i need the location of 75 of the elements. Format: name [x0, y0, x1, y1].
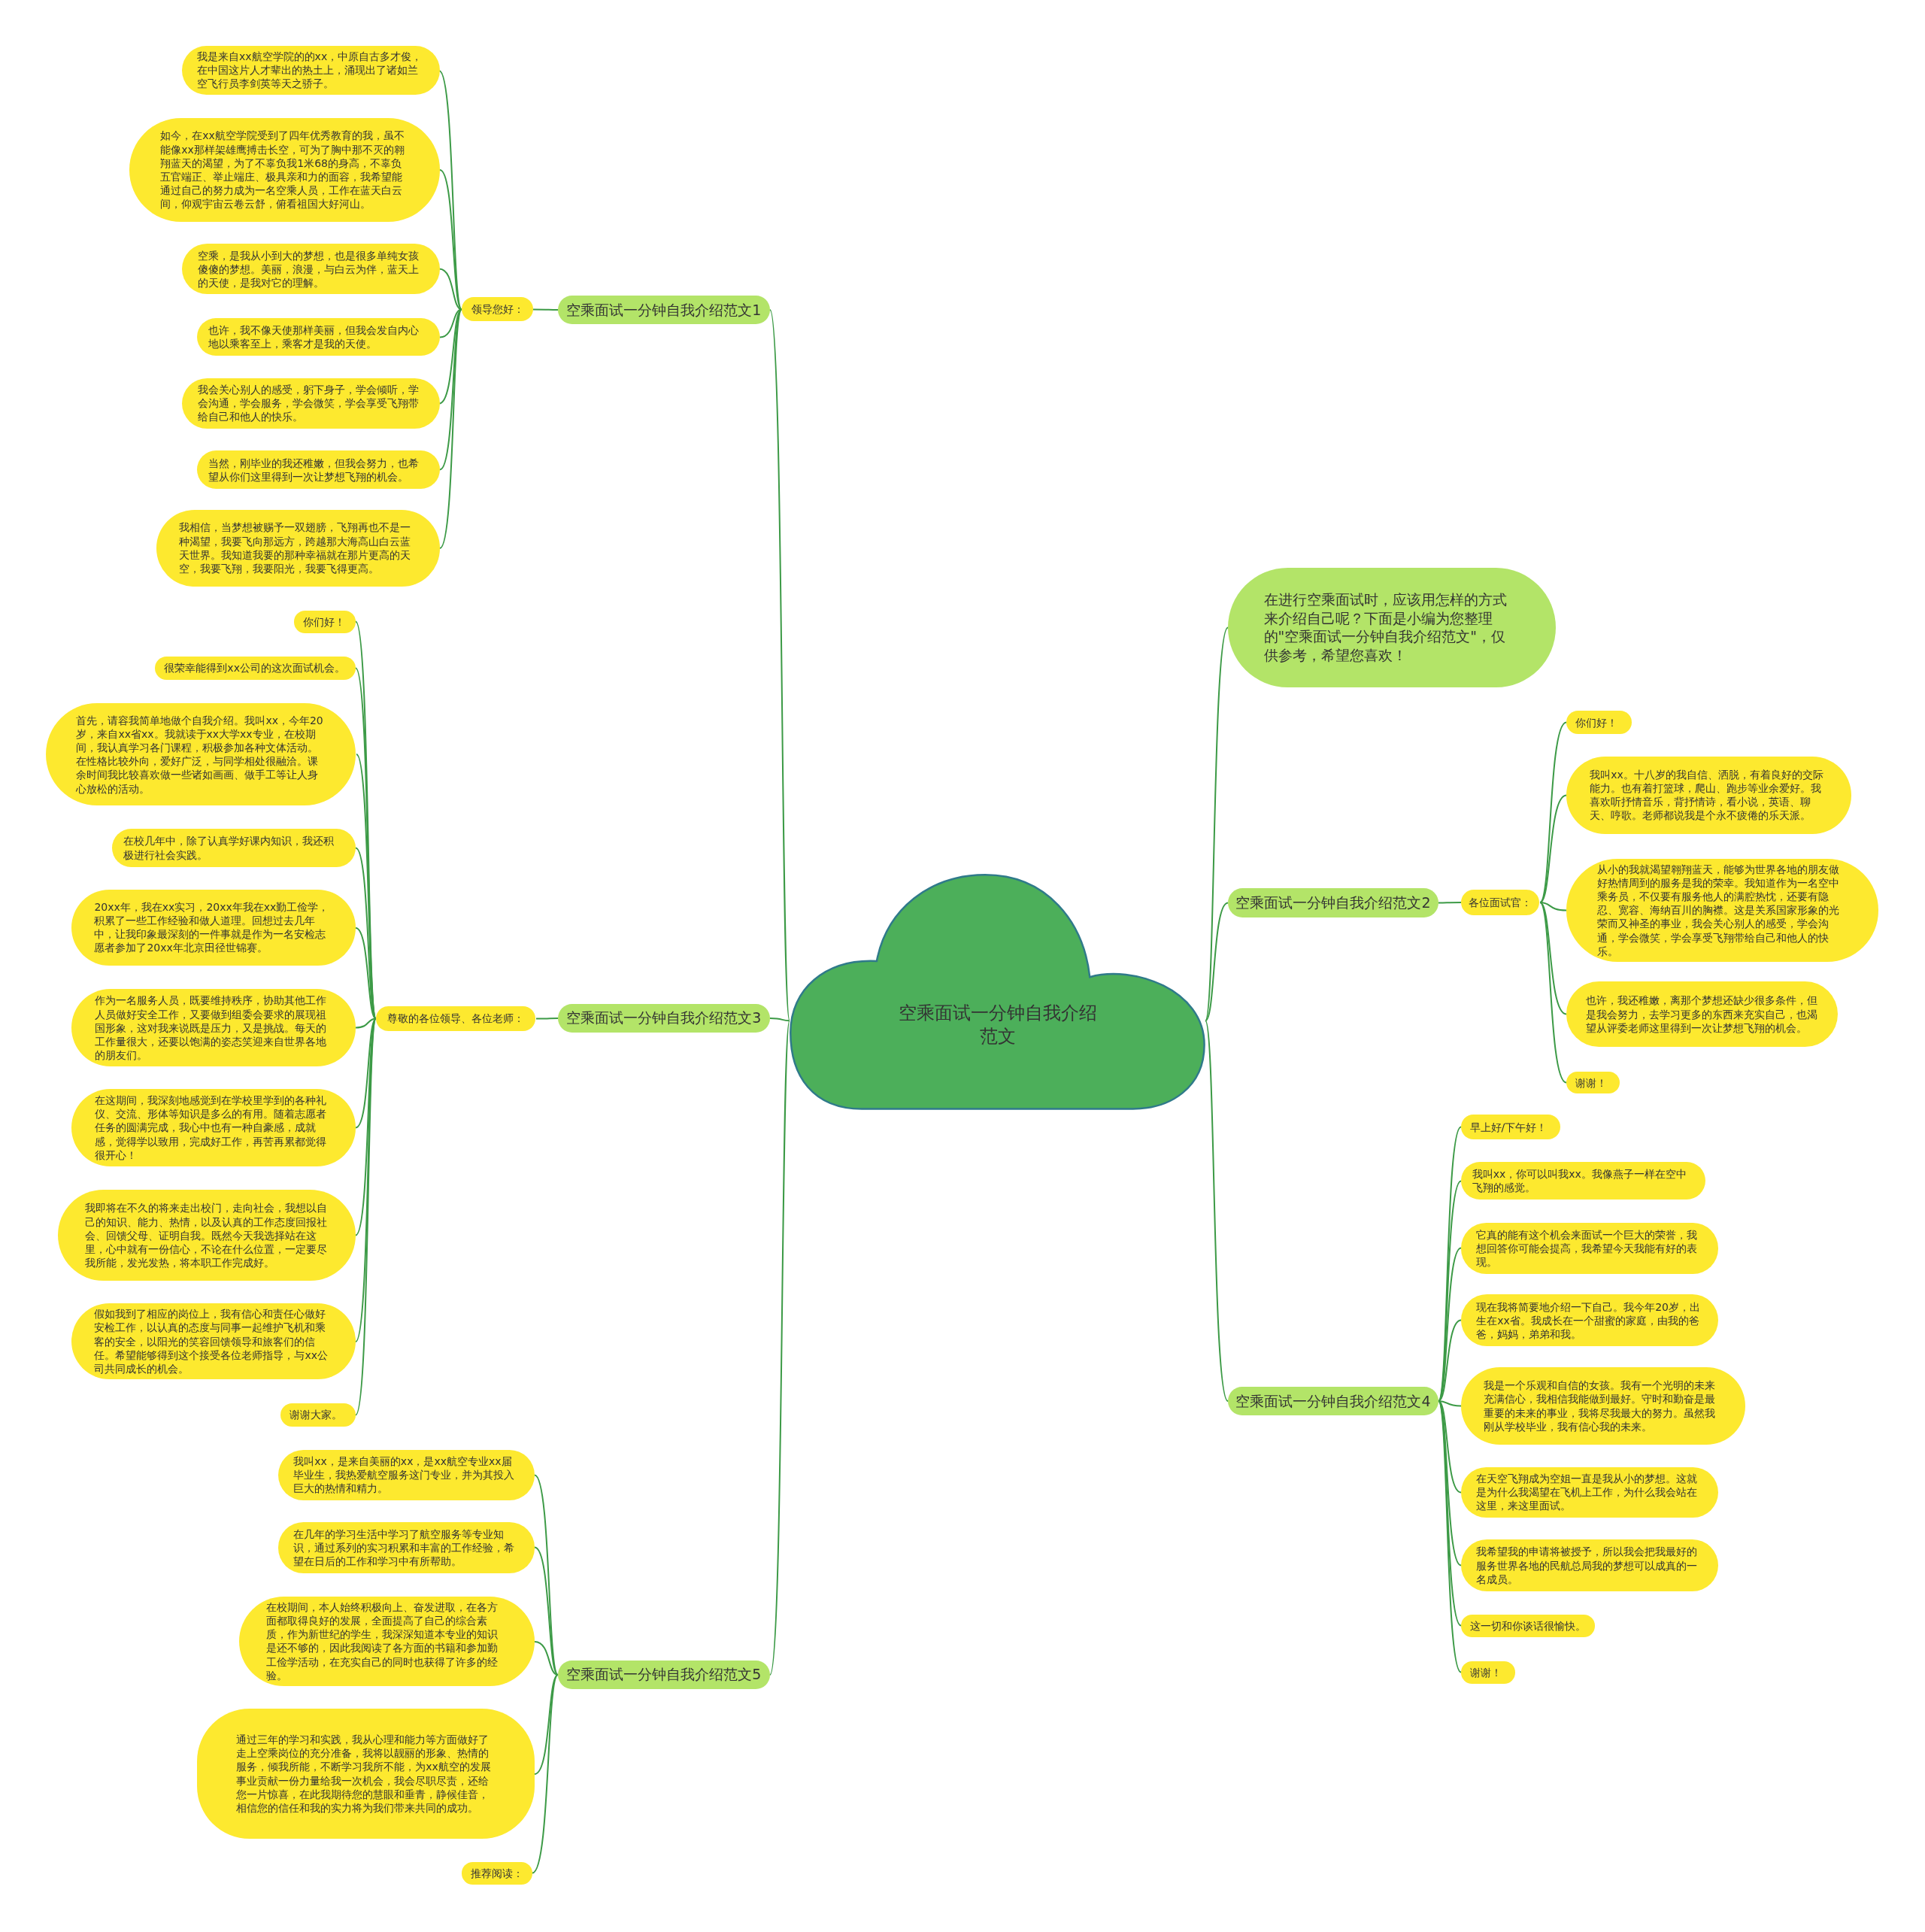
text-bubble: 20xx年，我在xx实习，20xx年我在xx勤工俭学，积累了一些工作经验和做人道理。回想过去几年中，让我印象最深刻的一件事就是作为一名安检志愿者参加了20xx年北京田径世锦赛。: [71, 889, 356, 966]
connector-line: [534, 1474, 559, 1676]
text-bubble: 首先，请容我简单地做个自我介绍。我叫xx，今年20岁，来自xx省xx。我就读于xx大学xx专业，在校期间，我认真学习各门课程，积极参加各种文体活动。在性格比较外向，爱好广泛，与同学相处很融洽。课余时间我比较喜欢做一些诸如画画、做手工等让人身心放松的活动。: [45, 703, 356, 806]
connector-line: [1438, 1400, 1462, 1494]
text-bubble: 通过三年的学习和实践，我从心理和能力等方面做好了走上空乘岗位的充分准备，我将以靓丽的形象、热情的服务，倾我所能，不断学习我所不能，为xx航空的发展事业贡献一份力量给我一次机会，我会尽职尽责，还给您一片惊喜，在此我期待您的慧眼和垂青，静候佳音，相信您的信任和我的实力将为我们带来共同的成功。: [197, 1708, 535, 1839]
text-bubble: 早上好/下午好！: [1460, 1115, 1561, 1139]
text-bubble: 你们好！: [294, 611, 356, 633]
topic-bubble: 空乘面试一分钟自我介绍范文4: [1227, 1387, 1438, 1415]
connector-line: [355, 1018, 377, 1029]
text-bubble: 假如我到了相应的岗位上，我有信心和责任心做好安检工作，以认真的态度与同事一起维护飞机和乘客的安全，以阳光的笑容回馈领导和旅客们的信任。希望能够得到这个接受各位老师指导，与xx公司共同成长的机会。: [71, 1303, 356, 1380]
connector-line: [439, 169, 462, 311]
text-bubble: 在几年的学习生活中学习了航空服务等专业知识，通过系列的实习积累和丰富的工作经验，希望在日后的工作和学习中有所帮助。: [278, 1522, 535, 1573]
connector-line: [438, 308, 462, 405]
connector-line: [1205, 1020, 1229, 1402]
text-bubble: 谢谢大家。: [280, 1403, 356, 1427]
connector-line: [1539, 902, 1567, 911]
text-bubble: 我会关心别人的感受，躬下身子，学会倾听，学会沟通，学会服务，学会微笑，学会享受飞翔带给自己和他人的快乐。: [182, 378, 440, 429]
text-bubble: 我即将在不久的将来走出校门，走向社会，我想以自己的知识、能力、热情，以及认真的工作态度回报社会、回馈父母、证明自我。既然今天我选择站在这里，心中就有一份信心，不论在什么位置，一定要尽我所能，发光发热，将本职工作完成好。: [57, 1190, 356, 1281]
text-bubble: 我叫xx，你可以叫我xx。我像燕子一样在空中飞翔的感觉。: [1460, 1161, 1706, 1200]
topic-bubble: 空乘面试一分钟自我介绍范文3: [557, 1003, 770, 1033]
text-bubble: 在天空飞翔成为空姐一直是我从小的梦想。这就是为什么我渴望在飞机上工作，为什么我会站在这里，来这里面试。: [1460, 1466, 1718, 1518]
topic-bubble: 空乘面试一分钟自我介绍范文2: [1227, 887, 1438, 918]
text-bubble: 推荐阅读：: [462, 1862, 533, 1885]
connector-line: [1539, 902, 1567, 1084]
connector-line: [1438, 1400, 1462, 1407]
text-bubble: 这一切和你谈话很愉快。: [1460, 1615, 1595, 1637]
connector-line: [532, 308, 559, 311]
text-bubble: 作为一名服务人员，既要维持秩序，协助其他工作人员做好安全工作，又要做到组委会要求的展现祖国形象，这对我来说既是压力，又是挑战。每天的工作量很大，还要以饱满的姿态笑迎来自世界各地的朋友们。: [71, 989, 356, 1067]
connector-line: [532, 1674, 559, 1874]
connector-line: [439, 308, 462, 338]
text-bubble: 在这期间，我深刻地感觉到在学校里学到的各种礼仪、交流、形体等知识是多么的有用。随着志愿者任务的圆满完成，我心中也有一种自豪感，成就感，觉得学以致用，完成好工作，再苦再累都觉得很开心！: [71, 1088, 356, 1167]
text-bubble: 很荣幸能得到xx公司的这次面试机会。: [155, 657, 356, 681]
subtopic-bubble: 各位面试官：: [1460, 889, 1540, 915]
connector-line: [355, 927, 377, 1020]
connector-line: [355, 1018, 377, 1129]
connector-line: [535, 1018, 559, 1020]
connector-line: [439, 308, 462, 549]
text-bubble: 你们好！: [1566, 711, 1632, 735]
connector-line: [1438, 1400, 1462, 1673]
text-bubble: 我是一个乐观和自信的女孩。我有一个光明的未来充满信心，我相信我能做到最好。守时和勤奋是最重要的未来的事业，我将尽我最大的努力。虽然我刚从学校毕业，我有信心我的未来。: [1460, 1367, 1745, 1445]
connector-line: [534, 1674, 559, 1775]
text-bubble: 从小的我就渴望翱翔蓝天，能够为世界各地的朋友做好热情周到的服务是我的荣幸。我知道作为一名空中乘务员，不仅要有服务他人的满腔热忱，还要有隐忍、宽容、海纳百川的胸襟。这是关系国家形象的光荣而又神圣的事业，我会关心别人的感受，学会沟通，学会微笑，学会享受飞翔带给自己和他人的快乐。: [1566, 858, 1878, 962]
connector-line: [769, 1018, 790, 1022]
connector-line: [1438, 902, 1462, 904]
text-bubble: 我是来自xx航空学院的的xx，中原自古多才俊，在中国这片人才辈出的热土上，涌现出了诸如兰空飞行员李剑英等天之骄子。: [182, 45, 440, 96]
text-bubble: 我相信，当梦想被赐予一双翅膀，飞翔再也不是一种渴望，我要飞向那远方，跨越那大海高山白云蓝天世界。我知道我要的那种幸福就在那片更高的天空，我要飞翔，我要阳光，我要飞得更高。: [156, 510, 440, 587]
text-bubble: 也许，我还稚嫩，离那个梦想还缺少很多条件，但是我会努力，去学习更多的东西来充实自己，也渴望从评委老师这里得到一次让梦想飞翔的机会。: [1566, 981, 1838, 1048]
subtopic-bubble: 尊敬的各位领导、各位老师：: [375, 1006, 536, 1031]
topic-bubble: 空乘面试一分钟自我介绍范文1: [557, 296, 770, 324]
connector-line: [1438, 1319, 1462, 1402]
text-bubble: 谢谢！: [1566, 1071, 1620, 1094]
connector-line: [769, 309, 790, 1022]
connector-line: [769, 1020, 790, 1676]
text-bubble: 它真的能有这个机会来面试一个巨大的荣誉，我想回答你可能会提高，我希望今天我能有好的表现。: [1460, 1223, 1718, 1274]
subtopic-bubble: 领导您好：: [462, 296, 534, 322]
text-bubble: 在校几年中，除了认真学好课内知识，我还积极进行社会实践。: [112, 829, 356, 868]
connector-line: [1539, 902, 1567, 1015]
text-bubble: 我叫xx。十八岁的我自信、洒脱，有着良好的交际能力。也有着打篮球，爬山、跑步等业余爱好。我喜欢听抒情音乐，背抒情诗，看小说，英语、聊天、哼歌。老师都说我是个永不疲倦的乐天派。: [1566, 756, 1851, 834]
text-bubble: 现在我将简要地介绍一下自己。我今年20岁，出生在xx省。我成长在一个甜蜜的家庭，由我的爸爸，妈妈，弟弟和我。: [1460, 1294, 1718, 1347]
text-bubble: 在校期间，本人始终积极向上、奋发进取，在各方面都取得良好的发展，全面提高了自己的综合素质，作为新世纪的学生，我深深知道本专业的知识是还不够的，因此我阅读了各方面的书籍和参加勤工俭学活动，在充实自己的同时也获得了许多的经验。: [238, 1596, 535, 1687]
connector-line: [438, 268, 462, 311]
topic-bubble: 空乘面试一分钟自我介绍范文5: [557, 1660, 770, 1689]
connector-line: [534, 1641, 559, 1676]
intro-bubble: 在进行空乘面试时，应该用怎样的方式来介绍自己呢？下面是小编为您整理的"空乘面试一分钟自我介绍范文"，仅供参考，希望您喜欢！: [1227, 568, 1556, 687]
text-bubble: 我希望我的申请将被授予，所以我会把我最好的服务世界各地的民航总局我的梦想可以成真的一名成员。: [1460, 1539, 1718, 1592]
connector-line: [1539, 794, 1567, 903]
connector-line: [1205, 902, 1229, 1022]
text-bubble: 空乘，是我从小到大的梦想，也是很多单纯女孩傻傻的梦想。美丽，浪漫，与白云为伴，蓝天上的天使，是我对它的理解。: [182, 244, 440, 295]
text-bubble: 也许，我不像天使那样美丽，但我会发自内心地以乘客至上，乘客才是我的天使。: [197, 317, 440, 356]
text-bubble: 谢谢！: [1460, 1661, 1515, 1684]
text-bubble: 我叫xx，是来自美丽的xx，是xx航空专业xx届毕业生，我热爱航空服务这门专业，并为其投入巨大的热情和精力。: [278, 1449, 535, 1500]
connector-line: [534, 1546, 559, 1676]
text-bubble: 当然，刚毕业的我还稚嫩，但我会努力，也希望从你们这里得到一次让梦想飞翔的机会。: [197, 450, 440, 490]
root-cloud: 空乘面试一分钟自我介绍范文: [788, 872, 1208, 1112]
text-bubble: 如今，在xx航空学院受到了四年优秀教育的我，虽不能像xx那样架雄鹰搏击长空，可为了胸中那不灭的翱翔蓝天的渴望，为了不辜负我1米68的身高，不辜负五官端正、举止端庄、极具亲和力的面容，我希望能通过自己的努力成为一名空乘人员，工作在蓝天白云间，仰观宇宙云卷云舒，俯看祖国大好河山。: [129, 118, 440, 222]
